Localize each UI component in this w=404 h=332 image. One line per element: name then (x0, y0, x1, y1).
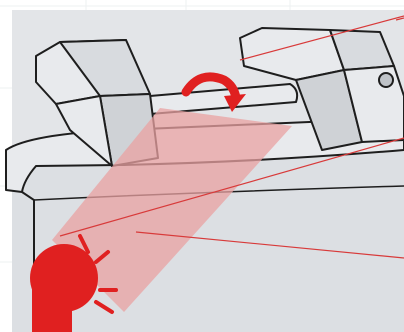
light-beam (52, 108, 292, 312)
callout-line-3 (135, 231, 404, 259)
control-knob (378, 72, 394, 88)
callout-line-4 (395, 17, 404, 21)
callout-line-1 (239, 15, 404, 61)
callout-line-2 (59, 137, 404, 237)
background-grid (0, 0, 404, 263)
handle-bar (149, 83, 299, 115)
curved-arrow-icon (181, 72, 246, 112)
callout-lines (59, 15, 404, 259)
glowing-lamp-icon (30, 234, 118, 332)
